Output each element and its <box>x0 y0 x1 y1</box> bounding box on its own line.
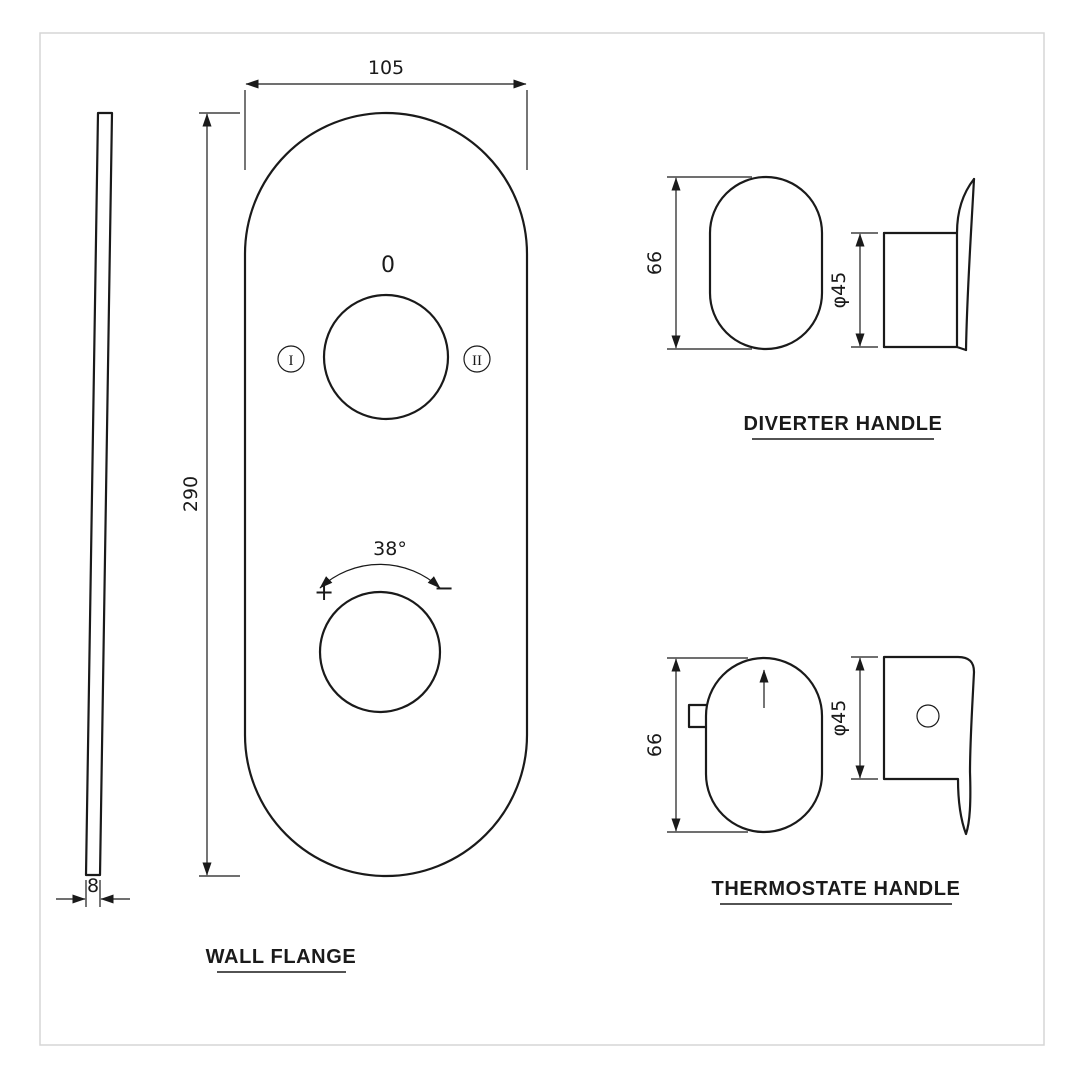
diverter-flange-outer-edge <box>964 177 976 352</box>
diverter-handle-front-outline <box>708 175 824 351</box>
page-frame <box>39 32 1045 1046</box>
dim-height-290: 290 <box>180 112 240 877</box>
minus-label: − <box>434 574 454 602</box>
wall-flange-front-outline <box>243 111 529 878</box>
position-one-label: I <box>289 353 294 369</box>
dim-diverter-d45: φ45 <box>828 232 878 348</box>
thermostat-handle-title: THERMOSTATE HANDLE <box>712 878 961 905</box>
diverter-knob-circle <box>322 293 450 421</box>
wall-flange-side-view: 8 <box>56 111 130 907</box>
thermostat-knob: 38° + − <box>314 538 454 714</box>
dim-thermostat-diameter-value: φ45 <box>828 700 850 737</box>
dim-width-value: 105 <box>368 57 404 79</box>
wall-flange-front-view: 105 290 0 I II 38° + − WALL FLAN <box>180 57 529 973</box>
position-two-label: II <box>472 353 482 369</box>
rotation-angle-label: 38° <box>373 538 407 560</box>
dim-thickness-8: 8 <box>56 875 130 907</box>
dim-height-value: 290 <box>180 476 202 512</box>
dim-diverter-height-value: 66 <box>644 251 666 275</box>
temperature-button-circle <box>916 704 940 728</box>
thermostat-handle-views: 66 φ45 THERMOSTATE HANDLE <box>644 655 976 905</box>
diverter-handle-side-view <box>882 177 976 352</box>
diverter-handle-title: DIVERTER HANDLE <box>743 413 942 440</box>
diverter-knob: 0 I II <box>277 253 491 421</box>
diverter-zero-label: 0 <box>381 253 395 278</box>
dim-diverter-diameter-value: φ45 <box>828 272 850 309</box>
dim-thermostat-d45: φ45 <box>828 656 878 780</box>
thermostat-handle-side-view <box>882 655 976 836</box>
position-one-circle <box>277 345 305 373</box>
wall-flange-label: WALL FLANGE <box>206 946 357 968</box>
wall-flange-side-outline <box>84 111 114 877</box>
diverter-handle-label: DIVERTER HANDLE <box>743 413 942 435</box>
rotation-arc <box>319 563 441 589</box>
thermostat-handle-front-outline <box>704 656 824 834</box>
wall-flange-title: WALL FLANGE <box>206 946 357 973</box>
plus-label: + <box>314 578 334 606</box>
dim-thermostat-66: 66 <box>644 657 748 833</box>
thermostat-side-outline <box>882 655 976 836</box>
dim-thickness-value: 8 <box>87 875 99 897</box>
handle-tab <box>687 703 708 729</box>
thermostat-knob-circle <box>318 590 442 714</box>
dim-thermostat-height-value: 66 <box>644 733 666 757</box>
diverter-handle-views: 66 φ45 DIVERTER HANDLE <box>644 175 976 440</box>
thermostat-handle-label: THERMOSTATE HANDLE <box>712 878 961 900</box>
position-two-circle <box>463 345 491 373</box>
dim-width-105: 105 <box>244 57 528 170</box>
dim-diverter-66: 66 <box>644 176 752 350</box>
diverter-flange-inner-edge <box>955 177 976 352</box>
